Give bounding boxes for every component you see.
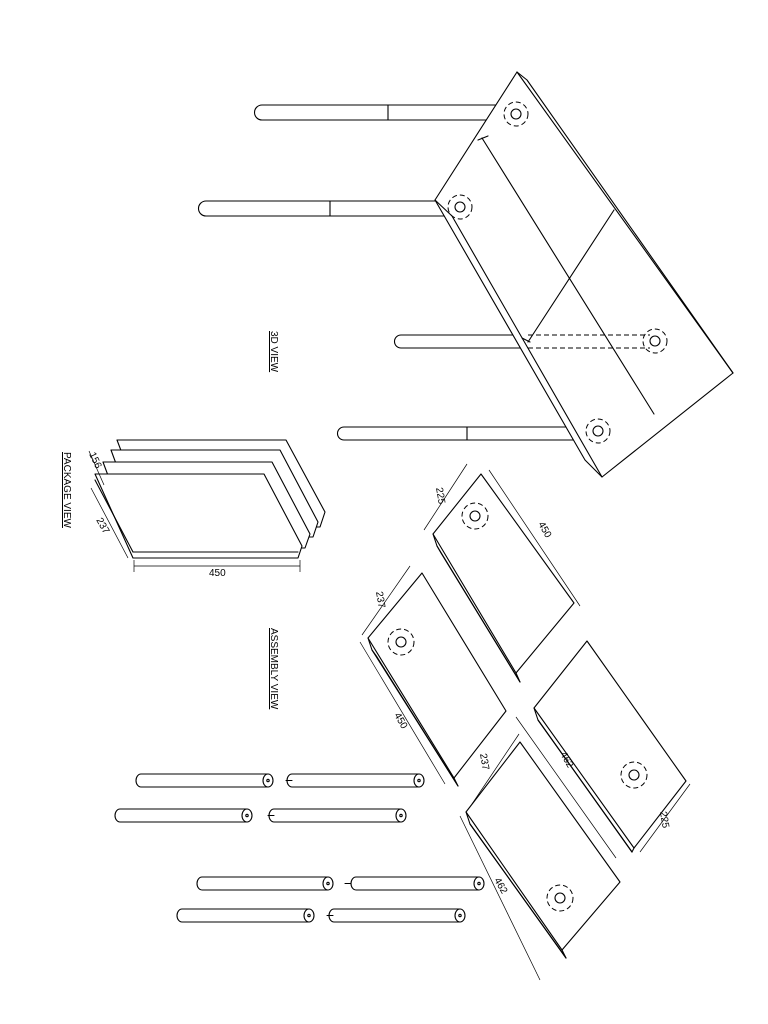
table-leg-4: [336, 426, 591, 441]
table-leg-1: [254, 104, 517, 121]
leg-piece-2b: [267, 808, 407, 823]
dim-panel-b-width: 237: [373, 591, 387, 610]
panel-d: [515, 640, 691, 859]
leg-piece-4b: [326, 908, 466, 923]
leg-pieces: [114, 773, 485, 923]
dim-panel-a-length: 450: [535, 520, 553, 540]
table-3d-view: [198, 71, 734, 478]
table-leg-2: [198, 200, 453, 217]
title-3d-view: 3D VIEW: [268, 331, 279, 373]
panel-a: [423, 463, 581, 683]
dim-package-thickness: 156: [86, 451, 103, 471]
dim-package-length: 450: [209, 568, 226, 579]
table-leg-3: [393, 334, 526, 349]
table-top: [434, 71, 734, 478]
dim-panel-c-width: 237: [477, 753, 491, 772]
leg-piece-2a: [114, 808, 253, 823]
leg-piece-3b: [344, 876, 485, 891]
title-assembly-view: ASSEMBLY VIEW: [268, 628, 279, 710]
dim-package-width: 237: [93, 516, 111, 536]
dim-panel-a-width: 225: [433, 487, 447, 506]
leg-piece-4a: [176, 908, 315, 923]
leg-piece-3a: [196, 876, 334, 891]
package-view: [88, 439, 326, 572]
panel-b: [359, 565, 507, 787]
dim-panel-c-length: 462: [491, 876, 509, 896]
dim-panel-d-width: 225: [657, 811, 671, 830]
panel-c: [459, 733, 621, 981]
leg-piece-1b: [285, 773, 425, 788]
leg-piece-1a: [135, 773, 274, 788]
dim-panel-b-length: 450: [391, 711, 409, 731]
title-package-view: PACKAGE VIEW: [61, 452, 72, 529]
